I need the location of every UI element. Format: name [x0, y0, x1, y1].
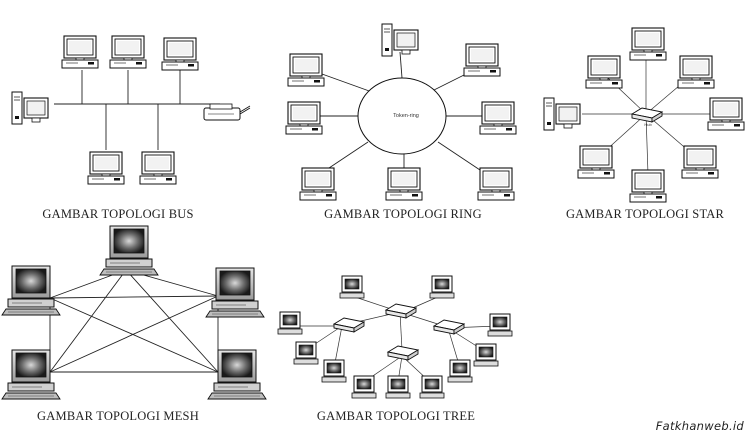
desktop-computer-icon: [677, 55, 715, 89]
desktop-computer-icon: [385, 167, 423, 201]
watermark-text: Fatkhanweb.id: [655, 419, 744, 433]
ring-caption: GAMBAR TOPOLOGI RING: [324, 207, 482, 221]
tree-caption: GAMBAR TOPOLOGI TREE: [317, 409, 475, 423]
hub-icon: [333, 317, 365, 333]
bus-topology: GAMBAR TOPOLOGI BUS: [11, 35, 251, 221]
tree-node-computer-icon: [277, 311, 303, 335]
crt-workstation-icon: [1, 265, 61, 316]
tree-node-computer-icon: [487, 313, 513, 337]
tree-node-computer-icon: [419, 375, 445, 399]
mesh-caption: GAMBAR TOPOLOGI MESH: [37, 409, 199, 423]
tower-computer-icon: [11, 91, 49, 125]
tree-node-computer-icon: [339, 275, 365, 299]
desktop-computer-icon: [707, 97, 745, 131]
desktop-computer-icon: [109, 35, 147, 69]
hub-icon: [433, 319, 465, 335]
desktop-computer-icon: [161, 37, 199, 71]
desktop-computer-icon: [61, 35, 99, 69]
crt-workstation-icon: [205, 267, 265, 318]
desktop-computer-icon: [285, 101, 323, 135]
tree-node-computer-icon: [473, 343, 499, 367]
star-hub-label: Hub: [644, 122, 652, 127]
tree-node-computer-icon: [385, 375, 411, 399]
tree-node-computer-icon: [447, 359, 473, 383]
desktop-computer-icon: [477, 167, 515, 201]
crt-workstation-icon: [207, 349, 267, 400]
mesh-topology: GAMBAR TOPOLOGI MESH: [1, 225, 267, 423]
tree-topology: GAMBAR TOPOLOGI TREE: [277, 275, 513, 423]
desktop-computer-icon: [585, 55, 623, 89]
tree-node-computer-icon: [351, 375, 377, 399]
crt-workstation-icon: [1, 349, 61, 400]
bus-caption: GAMBAR TOPOLOGI BUS: [42, 207, 193, 221]
ring-topology: Token-ring GAMBAR TOPOLOGI RING: [285, 23, 517, 221]
token-ring: [357, 77, 447, 155]
desktop-computer-icon: [463, 43, 501, 77]
tree-node-computer-icon: [321, 359, 347, 383]
desktop-computer-icon: [479, 101, 517, 135]
tree-node-computer-icon: [293, 341, 319, 365]
hub-icon: [387, 345, 419, 361]
tower-computer-icon: [543, 97, 581, 131]
tree-node-computer-icon: [429, 275, 455, 299]
desktop-computer-icon: [299, 167, 337, 201]
ring-label: Token-ring: [393, 113, 419, 119]
printer-icon: [203, 103, 251, 121]
desktop-computer-icon: [139, 151, 177, 185]
desktop-computer-icon: [577, 145, 615, 179]
hub-icon: [631, 107, 663, 123]
desktop-computer-icon: [87, 151, 125, 185]
desktop-computer-icon: [629, 27, 667, 61]
desktop-computer-icon: [629, 169, 667, 203]
tower-computer-icon: [381, 23, 419, 57]
star-caption: GAMBAR TOPOLOGI STAR: [566, 207, 725, 221]
desktop-computer-icon: [681, 145, 719, 179]
crt-workstation-icon: [99, 225, 159, 276]
star-topology: Hub GAMBAR TOPOLOGI STAR: [543, 27, 745, 221]
desktop-computer-icon: [287, 53, 325, 87]
